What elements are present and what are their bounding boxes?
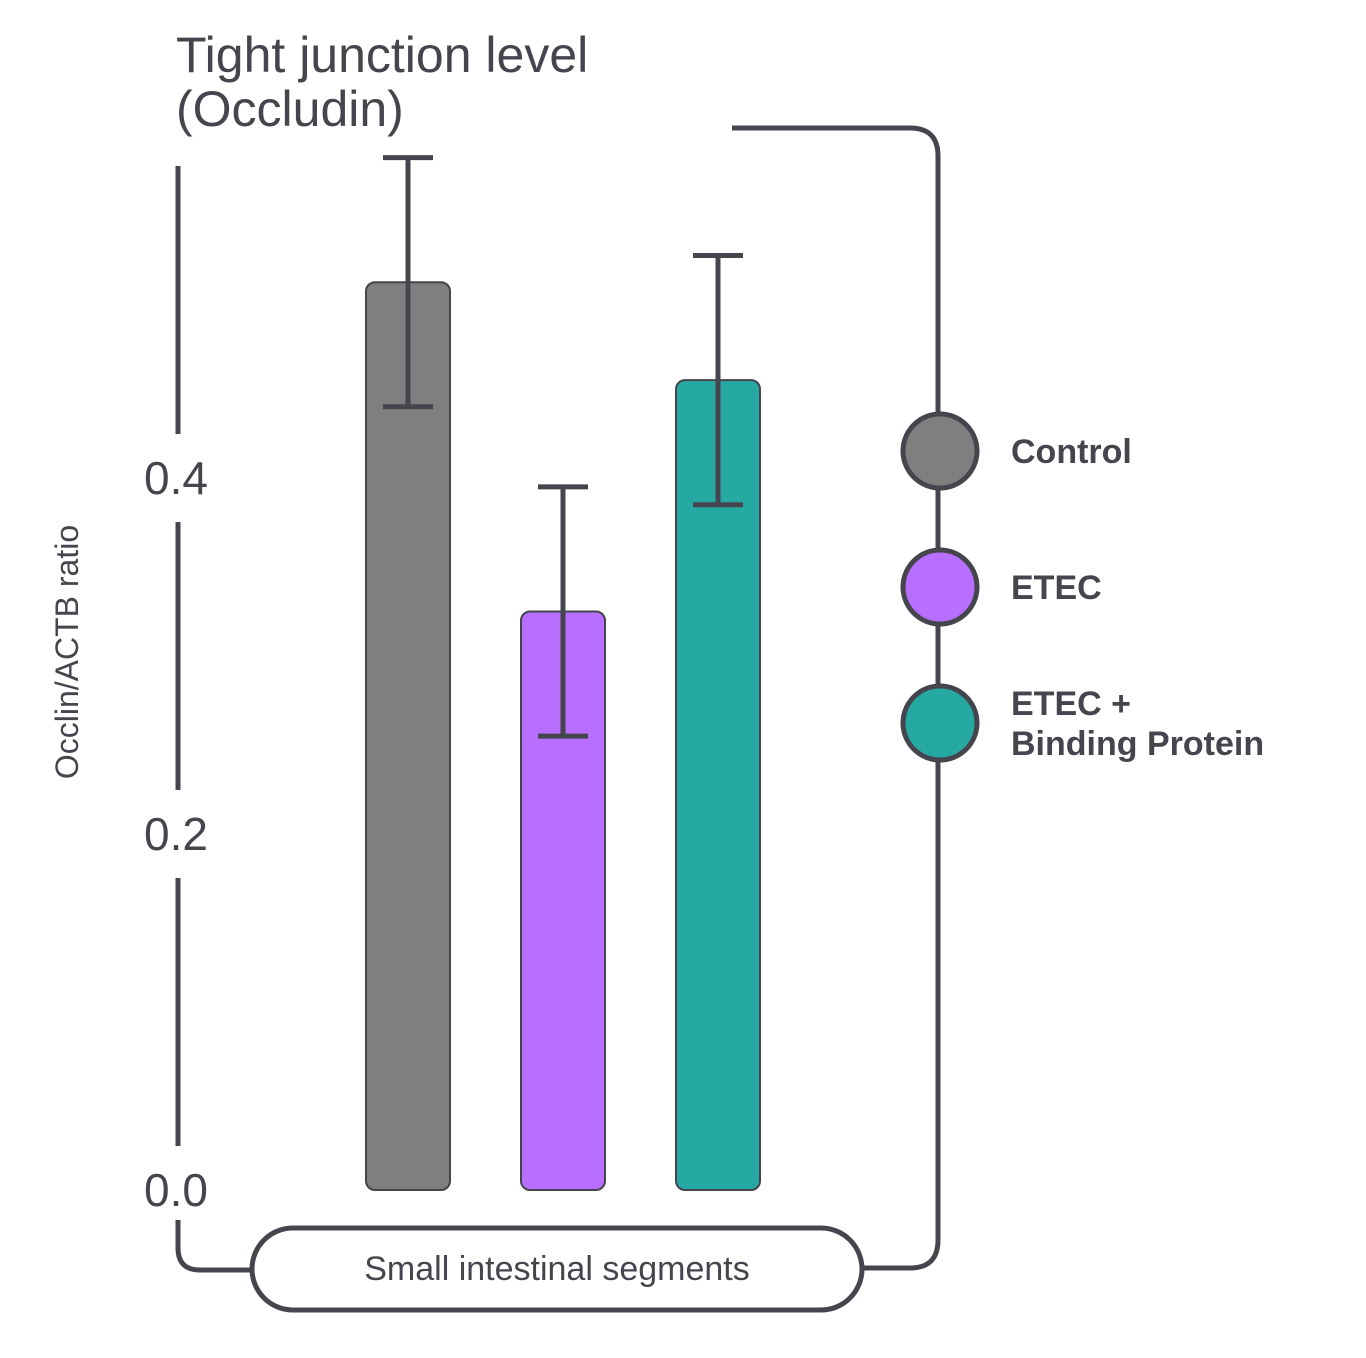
legend-label: Control — [1011, 433, 1132, 471]
legend-label: Binding Protein — [1011, 725, 1264, 763]
y-axis-label: Occlin/ACTB ratio — [49, 525, 85, 779]
y-tick-labels: 0.0 0.2 0.4 — [144, 452, 208, 1216]
error-bar — [693, 253, 743, 508]
error-bar — [538, 484, 588, 739]
y-tick-label: 0.4 — [144, 452, 208, 504]
x-axis-label: Small intestinal segments — [364, 1250, 750, 1288]
error-bar — [383, 155, 433, 410]
bars — [365, 155, 761, 1192]
legend-marker — [900, 683, 980, 763]
bar — [365, 281, 451, 1191]
legend-connector-line — [732, 125, 941, 1271]
x-axis-corner-line — [175, 1220, 252, 1273]
y-tick-label: 0.2 — [144, 808, 208, 860]
legend-marker — [900, 411, 980, 491]
legend-label: ETEC + — [1011, 685, 1131, 723]
chart-title-line-2: (Occludin) — [176, 81, 404, 137]
y-tick-label: 0.0 — [144, 1164, 208, 1216]
x-axis-label-pill — [249, 1225, 865, 1313]
legend-marker — [900, 547, 980, 627]
chart-title-line-1: Tight junction level — [176, 27, 588, 83]
legend-label: ETEC — [1011, 569, 1102, 607]
